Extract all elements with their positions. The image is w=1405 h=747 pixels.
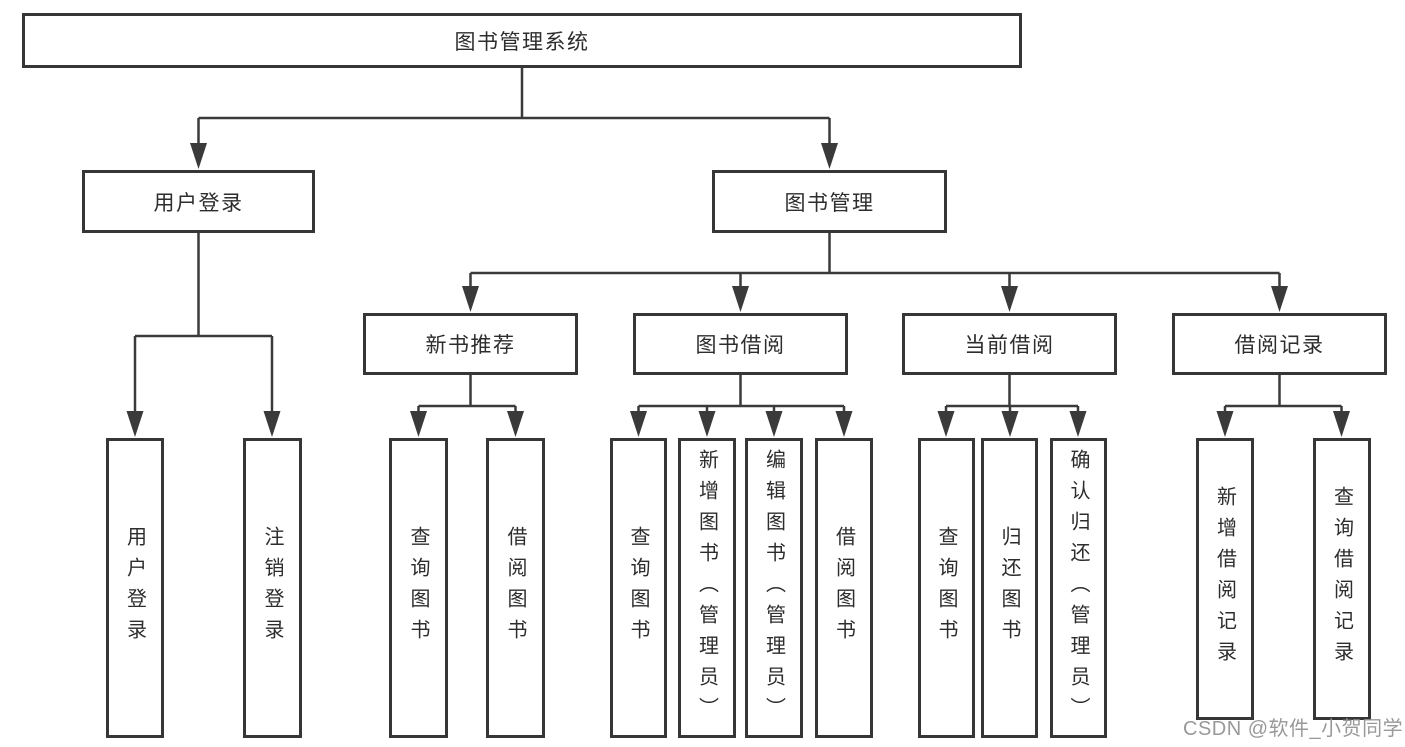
leaf-bb-borrow-books-label: 借阅图书: [832, 526, 855, 650]
node-root: 图书管理系统: [22, 13, 1022, 68]
node-current-borrow-label: 当前借阅: [964, 334, 1055, 357]
node-borrow-records: 借阅记录: [1172, 313, 1387, 375]
arrow-down-icon: [937, 411, 955, 437]
leaf-bb-borrow-books: 借阅图书: [815, 438, 873, 738]
node-new-book-recommend-label: 新书推荐: [425, 334, 516, 357]
arrow-down-icon: [1069, 411, 1087, 437]
node-book-management-label: 图书管理: [784, 191, 875, 215]
leaf-rec-query-books: 查询图书: [389, 438, 448, 738]
connector-new-book-rec-to-leaves: [417, 375, 517, 412]
arrow-down-icon: [630, 411, 647, 437]
node-user-login-label: 用户登录: [153, 191, 244, 215]
node-new-book-recommend: 新书推荐: [363, 313, 578, 375]
arrow-down-icon: [1001, 411, 1019, 437]
leaf-logout-label: 注销登录: [261, 526, 283, 650]
connector-user-login-to-leaves: [133, 233, 274, 411]
arrow-down-icon: [263, 411, 281, 437]
leaf-user-login-label: 用户登录: [123, 526, 146, 650]
leaf-bb-add-books-admin: 新增图书（管理员）: [678, 438, 736, 738]
arrow-down-icon: [698, 411, 716, 437]
arrow-down-icon: [1001, 286, 1018, 312]
leaf-bb-query-books-label: 查询图书: [627, 526, 649, 650]
arrow-down-icon: [835, 411, 853, 437]
leaf-rec-borrow-books: 借阅图书: [486, 438, 545, 738]
leaf-cb-confirm-return-admin-label: 确认归还（管理员）: [1067, 448, 1089, 728]
leaf-bb-add-books-admin-label: 新增图书（管理员）: [695, 448, 718, 728]
leaf-rec-borrow-books-label: 借阅图书: [504, 526, 526, 650]
leaf-br-query-record: 查询借阅记录: [1313, 438, 1371, 720]
leaf-cb-confirm-return-admin: 确认归还（管理员）: [1050, 438, 1107, 738]
node-borrow-records-label: 借阅记录: [1234, 334, 1325, 357]
leaf-br-add-record-label: 新增借阅记录: [1213, 486, 1236, 672]
leaf-cb-return-books: 归还图书: [981, 438, 1038, 738]
connector-root-to-level2: [197, 68, 831, 144]
arrow-down-icon: [462, 286, 479, 312]
arrow-down-icon: [507, 411, 524, 437]
leaf-cb-query-books-label: 查询图书: [935, 526, 957, 650]
arrowheads: [126, 143, 1350, 437]
node-book-borrow: 图书借阅: [633, 313, 848, 375]
leaf-bb-query-books: 查询图书: [610, 438, 667, 738]
leaf-br-query-record-label: 查询借阅记录: [1330, 486, 1353, 672]
node-book-management: 图书管理: [712, 170, 947, 233]
arrow-down-icon: [821, 143, 838, 169]
leaf-user-login: 用户登录: [106, 438, 164, 738]
leaf-cb-return-books-label: 归还图书: [998, 526, 1020, 650]
arrow-down-icon: [732, 286, 749, 312]
leaf-br-add-record: 新增借阅记录: [1196, 438, 1254, 720]
node-current-borrow: 当前借阅: [902, 313, 1117, 375]
arrow-down-icon: [410, 411, 427, 437]
node-book-borrow-label: 图书借阅: [695, 334, 786, 357]
node-root-label: 图书管理系统: [454, 30, 590, 54]
connector-book-mgmt-to-level3: [469, 233, 1281, 287]
arrow-down-icon: [765, 411, 783, 437]
leaf-bb-edit-books-admin: 编辑图书（管理员）: [745, 438, 803, 738]
arrow-down-icon: [126, 411, 144, 437]
arrow-down-icon: [1271, 286, 1288, 312]
csdn-watermark: CSDN @软件_小贺同学: [1183, 718, 1404, 740]
node-user-login: 用户登录: [82, 170, 315, 233]
arrow-down-icon: [1216, 411, 1234, 437]
leaf-bb-edit-books-admin-label: 编辑图书（管理员）: [762, 448, 785, 728]
connector-borrow-records-to-leaves: [1223, 375, 1343, 412]
leaf-cb-query-books: 查询图书: [918, 438, 975, 738]
arrow-down-icon: [190, 143, 207, 169]
arrow-down-icon: [1333, 411, 1350, 437]
connector-book-borrow-to-leaves: [637, 375, 846, 412]
connector-current-borrow-to-leaves: [944, 375, 1080, 412]
leaf-logout: 注销登录: [243, 438, 302, 738]
leaf-rec-query-books-label: 查询图书: [407, 526, 429, 650]
